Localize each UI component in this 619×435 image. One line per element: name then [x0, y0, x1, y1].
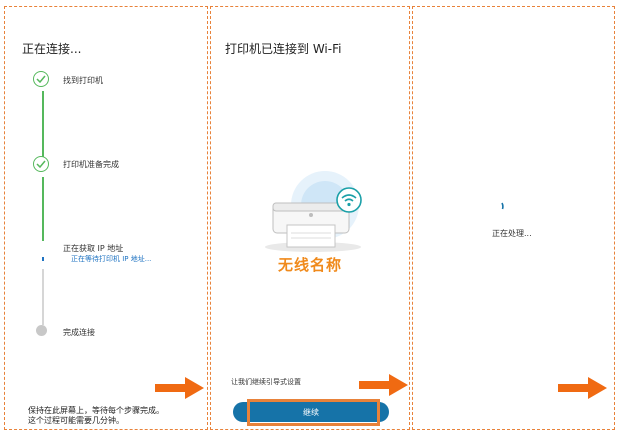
wait-instructions: 保持在此屏幕上，等待每个步骤完成。 这个过程可能需要几分钟。	[28, 406, 164, 426]
arrow-right-icon	[359, 374, 408, 396]
network-name: 无线名称	[277, 256, 342, 274]
continue-button[interactable]: 继续	[233, 402, 389, 422]
continue-hint: 让我们继续引导式设置	[231, 378, 301, 386]
footnote-line: 这个过程可能需要几分钟。	[28, 416, 124, 425]
step-label: 打印机准备完成	[63, 160, 119, 169]
step-label: 完成连接	[63, 328, 95, 337]
connecting-panel: 正在连接... 找到打印机 打印机准备完成 正在获取 IP 地址 正在等待打印机…	[4, 6, 208, 430]
step-label: 找到打印机	[63, 76, 103, 85]
active-step-indicator-icon	[42, 257, 44, 261]
step-connector-done	[42, 177, 44, 241]
connected-panel: 打印机已连接到 Wi-Fi 无线名称 让我们继续引导式设置 继续	[210, 6, 410, 430]
step-list: 找到打印机 打印机准备完成 正在获取 IP 地址 正在等待打印机 IP 地址..…	[5, 7, 207, 429]
footnote-line: 保持在此屏幕上，等待每个步骤完成。	[28, 406, 164, 415]
step-status-text: 正在等待打印机 IP 地址...	[71, 255, 152, 263]
arrow-right-icon	[558, 377, 607, 399]
page-title: 正在连接...	[22, 42, 82, 56]
printer-wifi-icon	[265, 171, 362, 252]
step-label: 正在获取 IP 地址	[63, 244, 124, 253]
processing-panel: 正在处理...	[412, 6, 615, 430]
step-connector-done	[42, 91, 44, 157]
page-title: 打印机已连接到 Wi-Fi	[225, 42, 342, 56]
step-connector-pending	[42, 269, 44, 325]
loading-spinner-icon	[501, 202, 504, 210]
check-circle-icon	[33, 156, 49, 172]
check-circle-icon	[33, 71, 49, 87]
arrow-right-icon	[155, 377, 204, 399]
pending-step-icon	[36, 325, 47, 336]
processing-status: 正在处理...	[492, 229, 532, 238]
